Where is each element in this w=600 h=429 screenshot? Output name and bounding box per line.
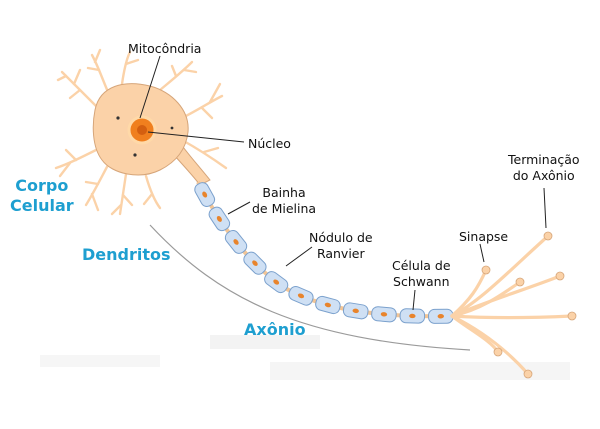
- mitochondrion-dot: [133, 153, 137, 157]
- sinapse-leader: [479, 243, 485, 263]
- dendrite-branch: [208, 82, 222, 104]
- dendrite-branch: [60, 70, 102, 112]
- axon-terminal-branch: [450, 268, 488, 318]
- nucleo-leader: [147, 131, 245, 143]
- dendrite-branch: [84, 180, 100, 186]
- dendrite-branch: [121, 193, 134, 207]
- synaptic-bulb: [515, 277, 525, 287]
- mitocondria-leader: [139, 55, 161, 119]
- background-panel: [270, 362, 570, 380]
- label-mitocondria: Mitocôndria: [128, 41, 202, 56]
- nucleolus: [137, 125, 147, 135]
- dendrite-branch: [84, 163, 110, 207]
- schwann-nucleus: [352, 308, 359, 314]
- synaptic-bulb: [493, 347, 503, 357]
- dendrite-branch: [170, 64, 178, 78]
- background-panel: [210, 335, 320, 349]
- myelin-segment: [428, 308, 454, 324]
- label-bainha-de-mielina: Bainha de Mielina: [252, 185, 317, 216]
- myelin-segment: [315, 295, 341, 315]
- myelin-segment: [208, 206, 231, 232]
- dendrite-branch: [180, 138, 228, 170]
- dendrite-branch: [202, 146, 220, 154]
- schwann-nucleus: [297, 293, 305, 299]
- schwann-nucleus: [216, 215, 222, 222]
- dendrite-branch: [142, 192, 154, 206]
- myelin-segment: [288, 285, 314, 306]
- axon-terminal-branch: [450, 314, 574, 320]
- synaptic-bulb: [543, 231, 553, 241]
- dendrite-branch: [54, 148, 98, 170]
- dendrite-branch: [144, 174, 162, 210]
- dendrite-branch: [72, 68, 82, 86]
- schwann-nucleus: [409, 313, 416, 319]
- synaptic-bulb: [481, 265, 491, 275]
- synaptic-bulb: [567, 311, 577, 321]
- label-terminacao-do-axonio: Terminação do Axônio: [508, 152, 580, 183]
- dendrite-branch: [58, 161, 72, 178]
- dendrite-branch: [110, 203, 123, 216]
- myelin-segment: [194, 182, 216, 207]
- dendrite-branch: [86, 66, 101, 72]
- schwann-nucleus: [324, 302, 332, 308]
- dendrite-branch: [68, 88, 82, 100]
- dendrites-group: [54, 48, 228, 216]
- schwann-nucleus: [380, 312, 388, 317]
- label-nodulo-de-ranvier: Nódulo de Ranvier: [309, 230, 373, 261]
- myelin-segment: [224, 229, 248, 254]
- axon-terminal-branch: [450, 314, 500, 354]
- dendrite-branch: [64, 148, 78, 162]
- dendrite-branch: [120, 50, 132, 86]
- celula-leader: [412, 289, 416, 311]
- synaptic-bulb: [555, 271, 565, 281]
- leader-lines: [139, 55, 547, 311]
- myelin-segment: [371, 306, 397, 323]
- bainha-leader: [227, 201, 251, 215]
- mitochondrion-dot: [170, 126, 174, 130]
- background-panel: [40, 355, 160, 367]
- synaptic-bulb: [523, 369, 533, 379]
- label-axonio: Axônio: [244, 320, 306, 339]
- label-dendritos: Dendritos: [82, 245, 171, 264]
- axon-terminal-branch: [450, 274, 562, 318]
- axon-terminal-group: [450, 231, 577, 379]
- dendrite-branch: [93, 48, 102, 64]
- myelin-segment: [399, 308, 426, 324]
- dendrite-branch: [90, 192, 100, 212]
- schwann-nucleus: [437, 314, 444, 319]
- label-sinapse: Sinapse: [459, 229, 509, 244]
- mitochondrion-dot: [116, 116, 120, 120]
- dendrite-branch: [124, 58, 140, 66]
- dendrite-branch: [200, 106, 214, 120]
- myelin-segment: [264, 271, 289, 294]
- axon-outline-curve: [149, 224, 471, 351]
- schwann-nucleus: [273, 279, 280, 285]
- schwann-nucleus: [202, 191, 208, 198]
- dendrite-branch: [182, 68, 198, 74]
- nodulo-leader: [285, 246, 313, 267]
- dendrite-branch: [56, 74, 68, 82]
- schwann-nucleus: [252, 260, 258, 266]
- terminacao-leader: [543, 187, 547, 229]
- schwann-nucleus: [233, 239, 239, 245]
- label-celula-de-schwann: Célula de Schwann: [392, 258, 451, 289]
- label-corpo-celular: Corpo Celular: [10, 176, 74, 215]
- axon-terminal-branch: [450, 234, 550, 318]
- myelin-segment: [342, 302, 369, 320]
- myelin-segment: [243, 251, 267, 275]
- dendrite-branch: [90, 53, 110, 94]
- label-nucleo: Núcleo: [248, 136, 291, 151]
